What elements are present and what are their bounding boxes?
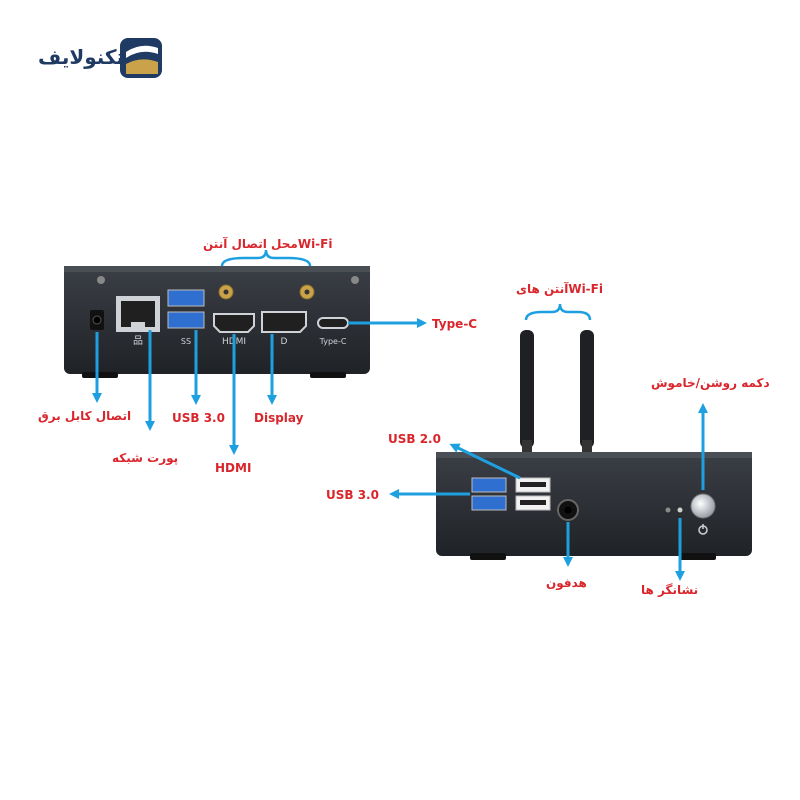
rear-foot: [82, 372, 118, 378]
label-hdmi: HDMI: [215, 461, 252, 475]
wifi-antenna-left: [520, 330, 534, 454]
label-antenna-connectors: محل اتصال آنتنWi-Fi: [203, 237, 333, 251]
antenna-brace-front: [524, 303, 592, 321]
label-power-button: دکمه روشن/خاموش: [651, 376, 770, 390]
usb3-ports-rear: [167, 289, 205, 329]
rear-callout-arrows: [92, 318, 427, 455]
label-typec: Type-C: [432, 317, 478, 331]
label-headphone: هدفون: [546, 576, 587, 590]
antenna-connector-right: [299, 284, 315, 300]
rear-screw: [97, 276, 105, 284]
ethernet-port: [116, 296, 160, 332]
front-callout-arrows: [389, 403, 708, 581]
dc-power-jack: [90, 310, 104, 330]
arrow-usb2: [449, 443, 521, 480]
brand-name: تکنولایف: [38, 45, 125, 69]
front-panel: [436, 303, 752, 560]
rear-screw: [351, 276, 359, 284]
label-indicators: نشانگر ها: [641, 583, 699, 597]
displayport-port: [261, 311, 307, 333]
power-button: [690, 493, 716, 535]
front-foot: [470, 553, 506, 560]
hdmi-port: [213, 313, 255, 333]
usb3-ports-front: [471, 477, 507, 511]
typec-port: [317, 317, 349, 329]
label-antennas: آنتن هایWi-Fi: [516, 282, 603, 296]
label-display: Display: [254, 411, 304, 425]
antenna-connector-left: [218, 284, 234, 300]
lan-port-glyph: 品: [133, 335, 143, 347]
front-foot: [680, 553, 716, 560]
wifi-antenna-right: [580, 330, 594, 454]
displayport-port-text: D: [281, 337, 288, 347]
label-network: پورت شبکه: [112, 451, 179, 465]
label-usb3-rear: USB 3.0: [172, 411, 225, 425]
indicator-led: [665, 507, 671, 513]
antenna-brace-rear: [220, 249, 312, 267]
typec-port-text: Type-C: [319, 337, 347, 346]
rear-panel: 品 SS HDMI D Type-C: [64, 249, 370, 378]
usb2-ports-front: [515, 477, 551, 511]
front-case: [436, 452, 752, 556]
usb-port-glyph: SS: [181, 337, 191, 346]
label-power-cable: اتصال کابل برق: [38, 409, 132, 423]
label-usb3-front: USB 3.0: [326, 488, 379, 502]
rear-foot: [310, 372, 346, 378]
label-usb2: USB 2.0: [388, 432, 441, 446]
indicator-led: [677, 507, 683, 513]
headphone-jack: [557, 499, 579, 521]
